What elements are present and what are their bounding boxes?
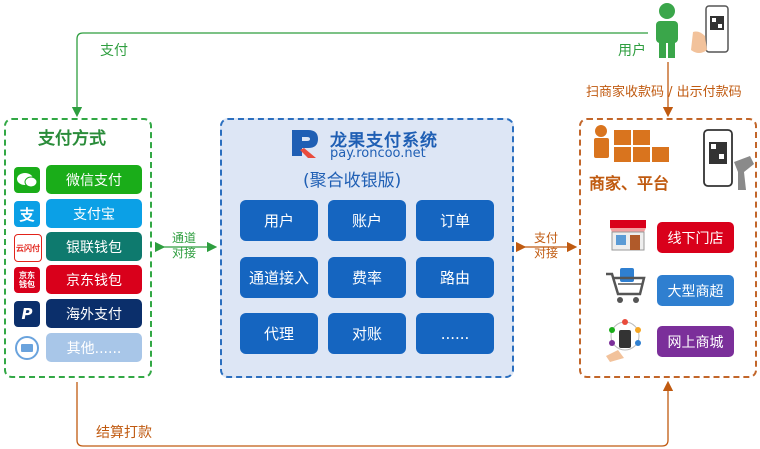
settle-line — [76, 380, 674, 447]
pay-flow-label: 支付 — [100, 43, 128, 59]
payment-methods-panel — [4, 118, 152, 378]
pay-item-overseas[interactable]: P 海外支付 — [14, 299, 142, 328]
pay-item-label: 银联钱包 — [46, 232, 142, 261]
pay-item-label: 其他...... — [46, 333, 142, 362]
right-link-line1: 支付 — [534, 231, 559, 245]
module-order[interactable]: 订单 — [416, 200, 494, 241]
merchant-title: 商家、平台 — [589, 174, 670, 193]
pay-item-unionpay[interactable]: 云闪付 银联钱包 — [14, 232, 142, 262]
user-with-phone-icon — [656, 3, 729, 58]
module-more[interactable]: ...... — [416, 313, 494, 354]
right-link-line2: 对接 — [534, 246, 559, 260]
top-pay-line — [71, 32, 648, 118]
roncoo-logo-icon — [292, 130, 318, 158]
card-icon — [14, 335, 40, 361]
merchant-boxes-icon — [594, 125, 669, 162]
pay-item-label: 支付宝 — [46, 199, 142, 228]
payment-methods-title: 支付方式 — [38, 129, 106, 149]
pay-item-other[interactable]: 其他...... — [14, 333, 142, 362]
module-user[interactable]: 用户 — [240, 200, 318, 241]
brand-url: pay.roncoo.net — [330, 146, 426, 161]
left-link-line1: 通道 — [172, 231, 197, 245]
pay-item-alipay[interactable]: 支 支付宝 — [14, 199, 142, 228]
brand-subtitle: (聚合收银版) — [303, 171, 402, 191]
right-link-label: 支付 对接 — [534, 231, 558, 261]
merchant-panel — [579, 118, 757, 378]
online-mall-icon — [606, 319, 641, 362]
merchant-supermarket[interactable]: 大型商超 — [657, 275, 734, 306]
paypal-icon: P — [14, 301, 40, 327]
jd-icon: 京东钱包 — [14, 267, 40, 293]
left-link-label: 通道 对接 — [172, 231, 196, 261]
module-account[interactable]: 账户 — [328, 200, 406, 241]
settle-label: 结算打款 — [96, 425, 152, 441]
pay-item-label: 微信支付 — [46, 165, 142, 194]
pos-scanner-icon — [703, 129, 754, 190]
alipay-icon: 支 — [14, 201, 40, 227]
store-icon — [610, 220, 646, 251]
module-rate[interactable]: 费率 — [328, 257, 406, 298]
pay-item-wechat[interactable]: 微信支付 — [14, 165, 142, 194]
shopping-cart-icon — [606, 268, 646, 303]
user-label: 用户 — [618, 43, 646, 59]
wechat-icon — [14, 167, 40, 193]
module-reconcile[interactable]: 对账 — [328, 313, 406, 354]
pay-item-jd[interactable]: 京东钱包 京东钱包 — [14, 265, 142, 294]
scan-label: 扫商家收款码 / 出示付款码 — [586, 85, 742, 100]
merchant-online-mall[interactable]: 网上商城 — [657, 326, 734, 357]
module-agent[interactable]: 代理 — [240, 313, 318, 354]
pay-item-label: 京东钱包 — [46, 265, 142, 294]
module-channel[interactable]: 通道接入 — [240, 257, 318, 298]
unionpay-icon: 云闪付 — [14, 234, 42, 262]
left-link-line2: 对接 — [172, 246, 197, 260]
merchant-offline-store[interactable]: 线下门店 — [657, 222, 734, 253]
pay-item-label: 海外支付 — [46, 299, 142, 328]
brand-name: 龙果支付系统 — [330, 131, 438, 151]
module-routing[interactable]: 路由 — [416, 257, 494, 298]
